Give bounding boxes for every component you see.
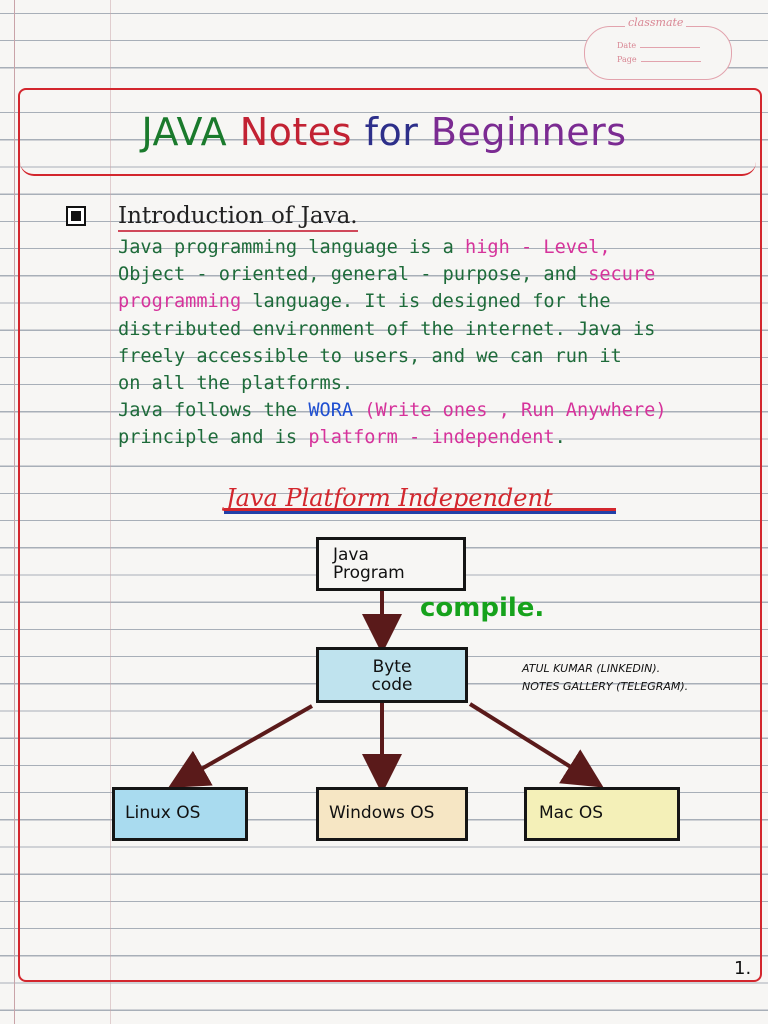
paragraph-line: on all the platforms. <box>118 373 354 395</box>
date-label: Date <box>617 41 637 50</box>
highlight-secure: secure <box>588 264 656 286</box>
section-bullet-icon <box>66 206 86 226</box>
title-notes: Notes <box>239 110 352 154</box>
highlight-write-once: (Write ones , Run Anywhere) <box>353 400 667 422</box>
margin-line-inner <box>110 0 111 1024</box>
title-beginners: Beginners <box>430 110 627 154</box>
arrow-byte-to-mac <box>468 702 604 788</box>
node-java-program: Java Program <box>316 537 466 591</box>
highlight-wora: WORA <box>308 400 354 422</box>
credit-line: ATUL KUMAR (LINKEDIN). <box>522 662 661 675</box>
highlight-platform-independent: platform - independent <box>308 427 555 449</box>
node-linux-os: Linux OS <box>112 787 248 841</box>
title-box <box>20 90 756 176</box>
arrow-byte-to-linux <box>168 704 313 788</box>
title-for: for <box>364 110 419 154</box>
page-label: Page <box>617 55 637 64</box>
compile-label: compile. <box>420 593 545 623</box>
date-field: Date <box>617 41 701 50</box>
paragraph-line: freely accessible to users, and we can r… <box>118 345 622 367</box>
diagram-title-underline <box>224 508 616 511</box>
intro-paragraph: Java programming language is a high - Le… <box>118 234 758 452</box>
page-number: 1. <box>734 958 752 979</box>
paragraph-line: programming language. It is designed for… <box>118 291 611 313</box>
title-java: JAVA <box>141 110 228 154</box>
author-credits: ATUL KUMAR (LINKEDIN). NOTES GALLERY (TE… <box>522 660 688 696</box>
paragraph-line: Java programming language is a high - Le… <box>118 237 611 258</box>
paragraph-line: principle and is platform - independent. <box>118 427 566 449</box>
section-heading: Introduction of Java. <box>118 203 358 232</box>
diagram-title-underline-blue <box>224 511 616 514</box>
page-frame <box>18 88 762 982</box>
node-byte-code: Byte code <box>316 647 468 703</box>
credit-line: NOTES GALLERY (TELEGRAM). <box>522 680 689 693</box>
paragraph-line: Java follows the WORA (Write ones , Run … <box>118 400 667 422</box>
diagram-title: Java Platform Independent <box>226 484 553 512</box>
page-title: JAVA Notes for Beginners <box>0 110 768 154</box>
node-windows-os: Windows OS <box>316 787 468 841</box>
brand-name: classmate <box>625 16 687 29</box>
page-field: Page <box>617 55 701 64</box>
paragraph-line: distributed environment of the internet.… <box>118 318 656 340</box>
highlight-programming: programming <box>118 291 242 313</box>
margin-line-left <box>14 0 15 1024</box>
notebook-brand-box: classmate Date Page <box>584 16 732 80</box>
highlight-high-level: high - Level, <box>465 237 611 258</box>
paragraph-line: Object - oriented, general - purpose, an… <box>118 264 656 286</box>
node-mac-os: Mac OS <box>524 787 680 841</box>
